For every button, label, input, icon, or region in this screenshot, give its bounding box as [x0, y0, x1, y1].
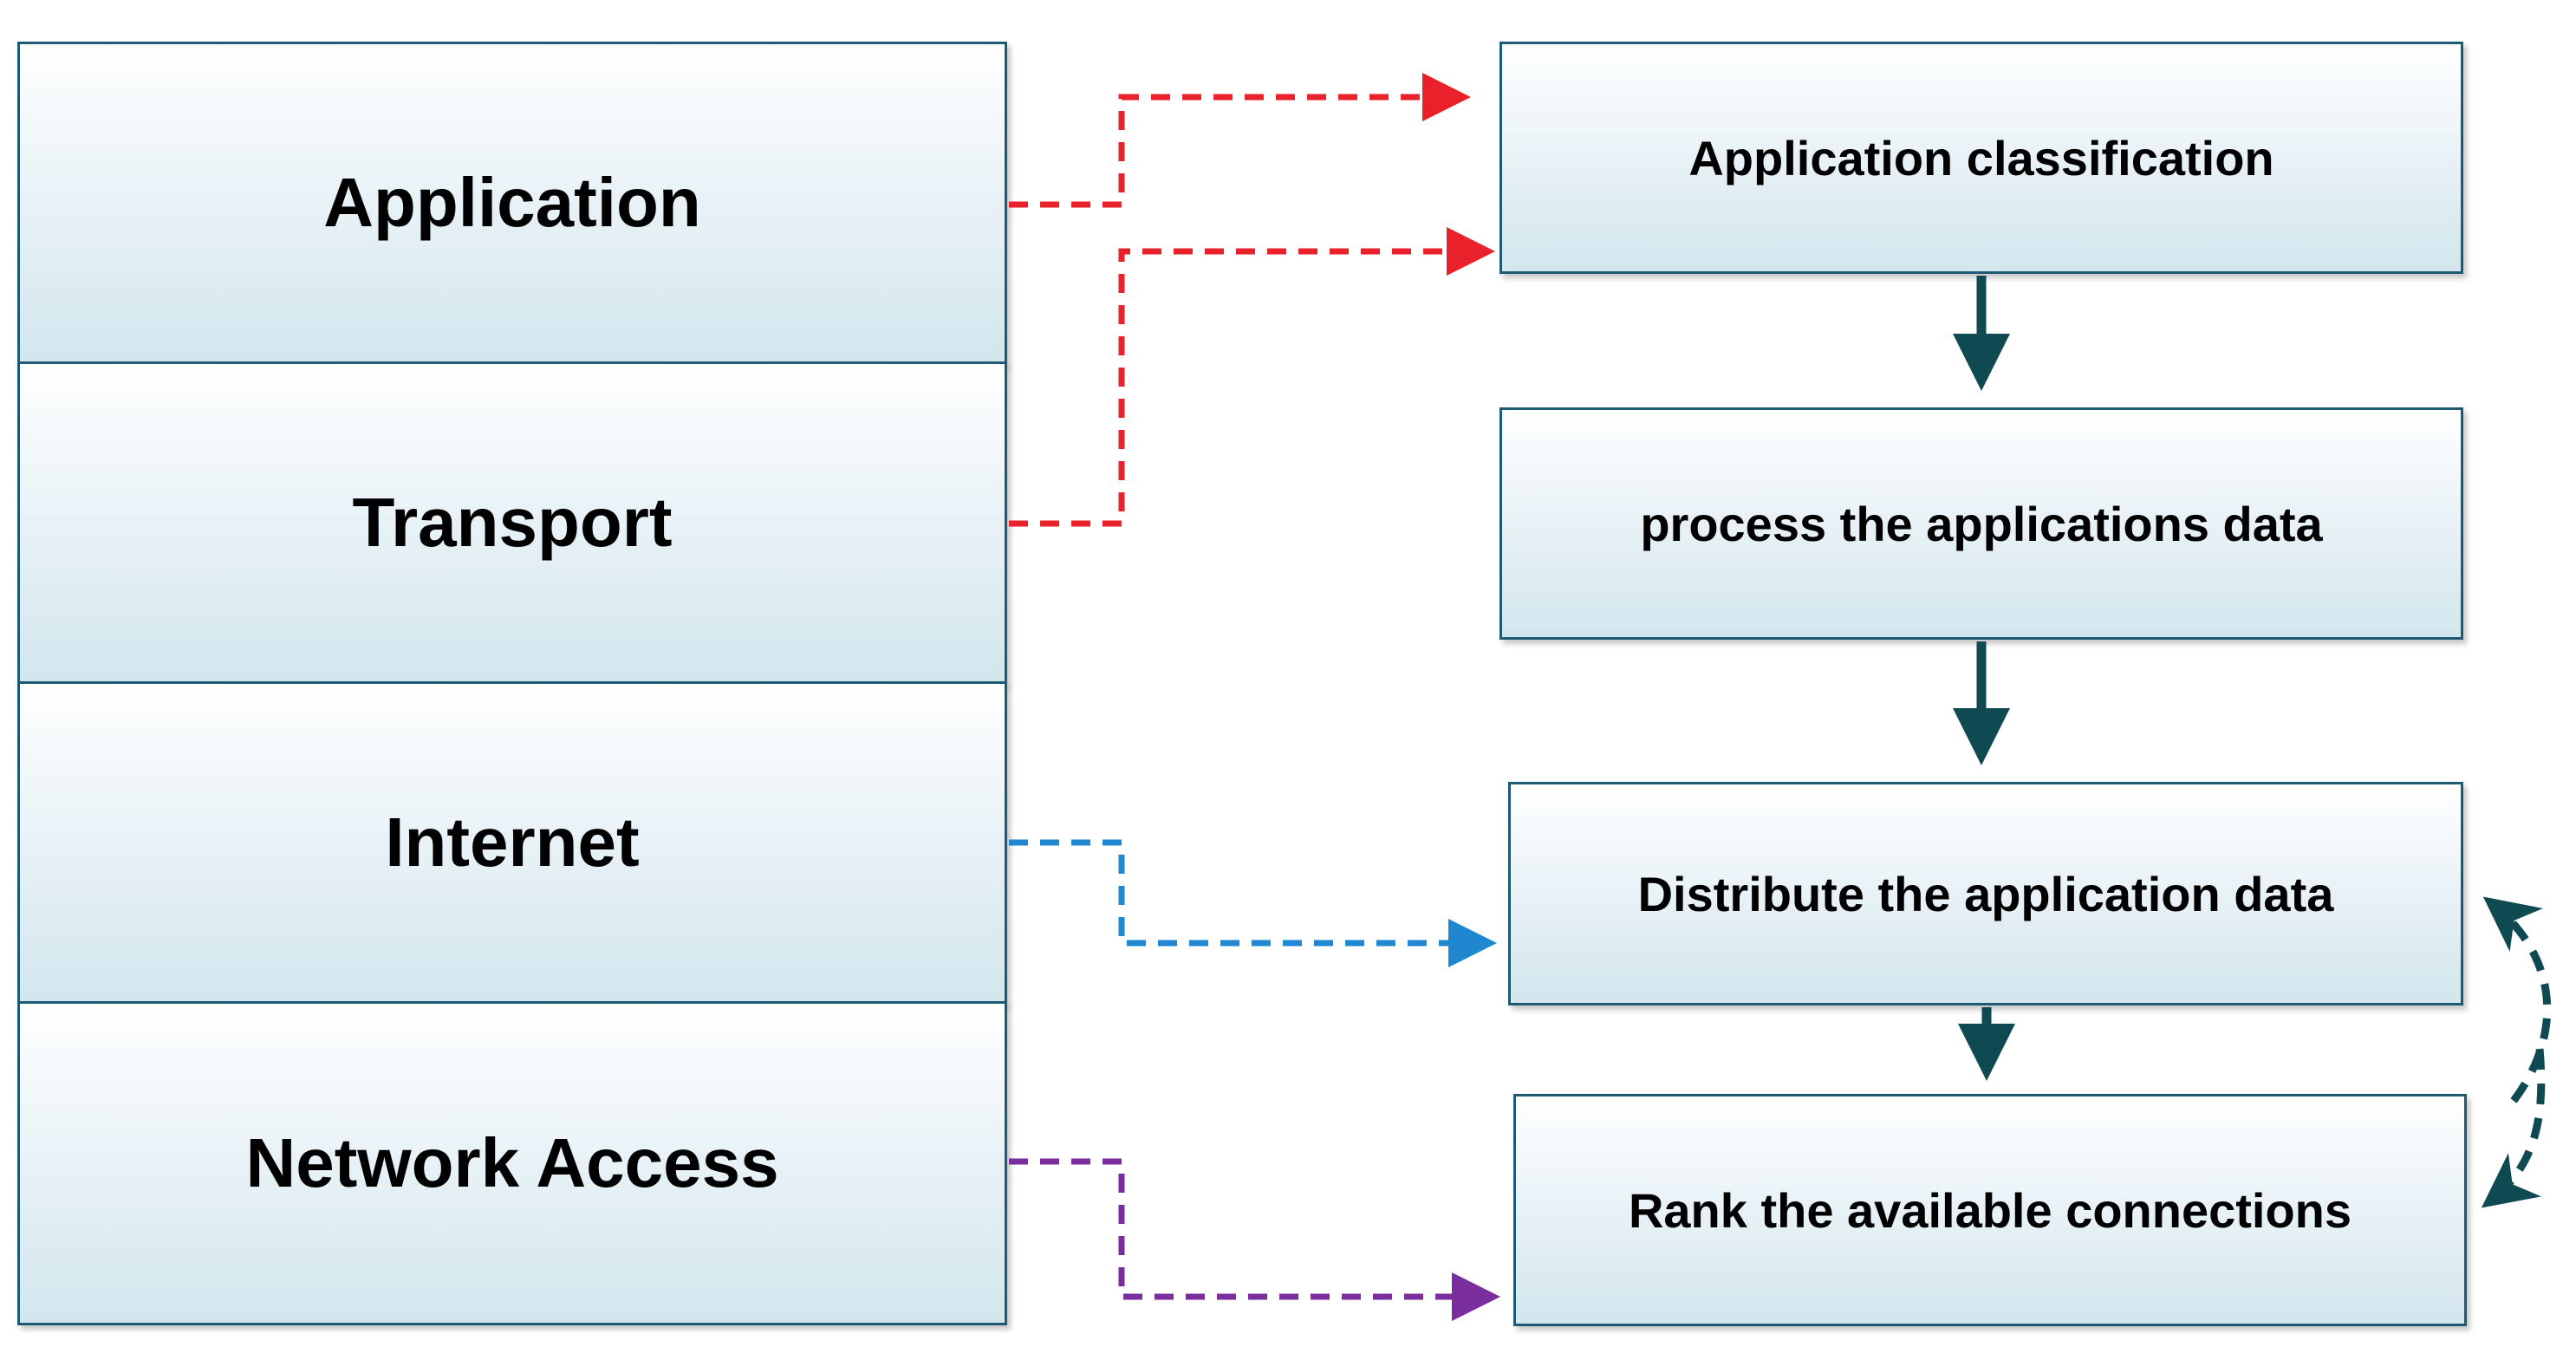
arrow-internet-to-distribute: [1009, 839, 1497, 967]
arrow-transport-to-classification: [1009, 227, 1495, 527]
layer-transport: Transport: [17, 361, 1007, 684]
step-application-classification: Application classification: [1499, 42, 2463, 274]
arrow-application-to-classification: [1009, 73, 1471, 208]
layer-internet: Internet: [17, 681, 1007, 1004]
step-application-classification-label: Application classification: [1688, 130, 2274, 185]
feedback-arrow-rank-to-distribute: [2482, 896, 2552, 1103]
layer-application-label: Application: [323, 164, 701, 241]
step-distribute-data-label: Distribute the application data: [1637, 866, 2334, 921]
layer-application: Application: [17, 42, 1007, 364]
feedback-arrow-distribute-to-rank: [2481, 1048, 2546, 1208]
layer-network-access: Network Access: [17, 1001, 1007, 1325]
layer-internet-label: Internet: [385, 804, 640, 881]
step-process-data: process the applications data: [1499, 407, 2463, 640]
step-distribute-data: Distribute the application data: [1508, 782, 2463, 1005]
step-process-data-label: process the applications data: [1640, 496, 2323, 551]
step-rank-connections: Rank the available connections: [1513, 1094, 2467, 1326]
layer-network-access-label: Network Access: [245, 1124, 779, 1201]
layer-transport-label: Transport: [352, 484, 673, 561]
step-rank-connections-label: Rank the available connections: [1628, 1182, 2352, 1238]
arrow-network-access-to-rank: [1009, 1158, 1500, 1321]
